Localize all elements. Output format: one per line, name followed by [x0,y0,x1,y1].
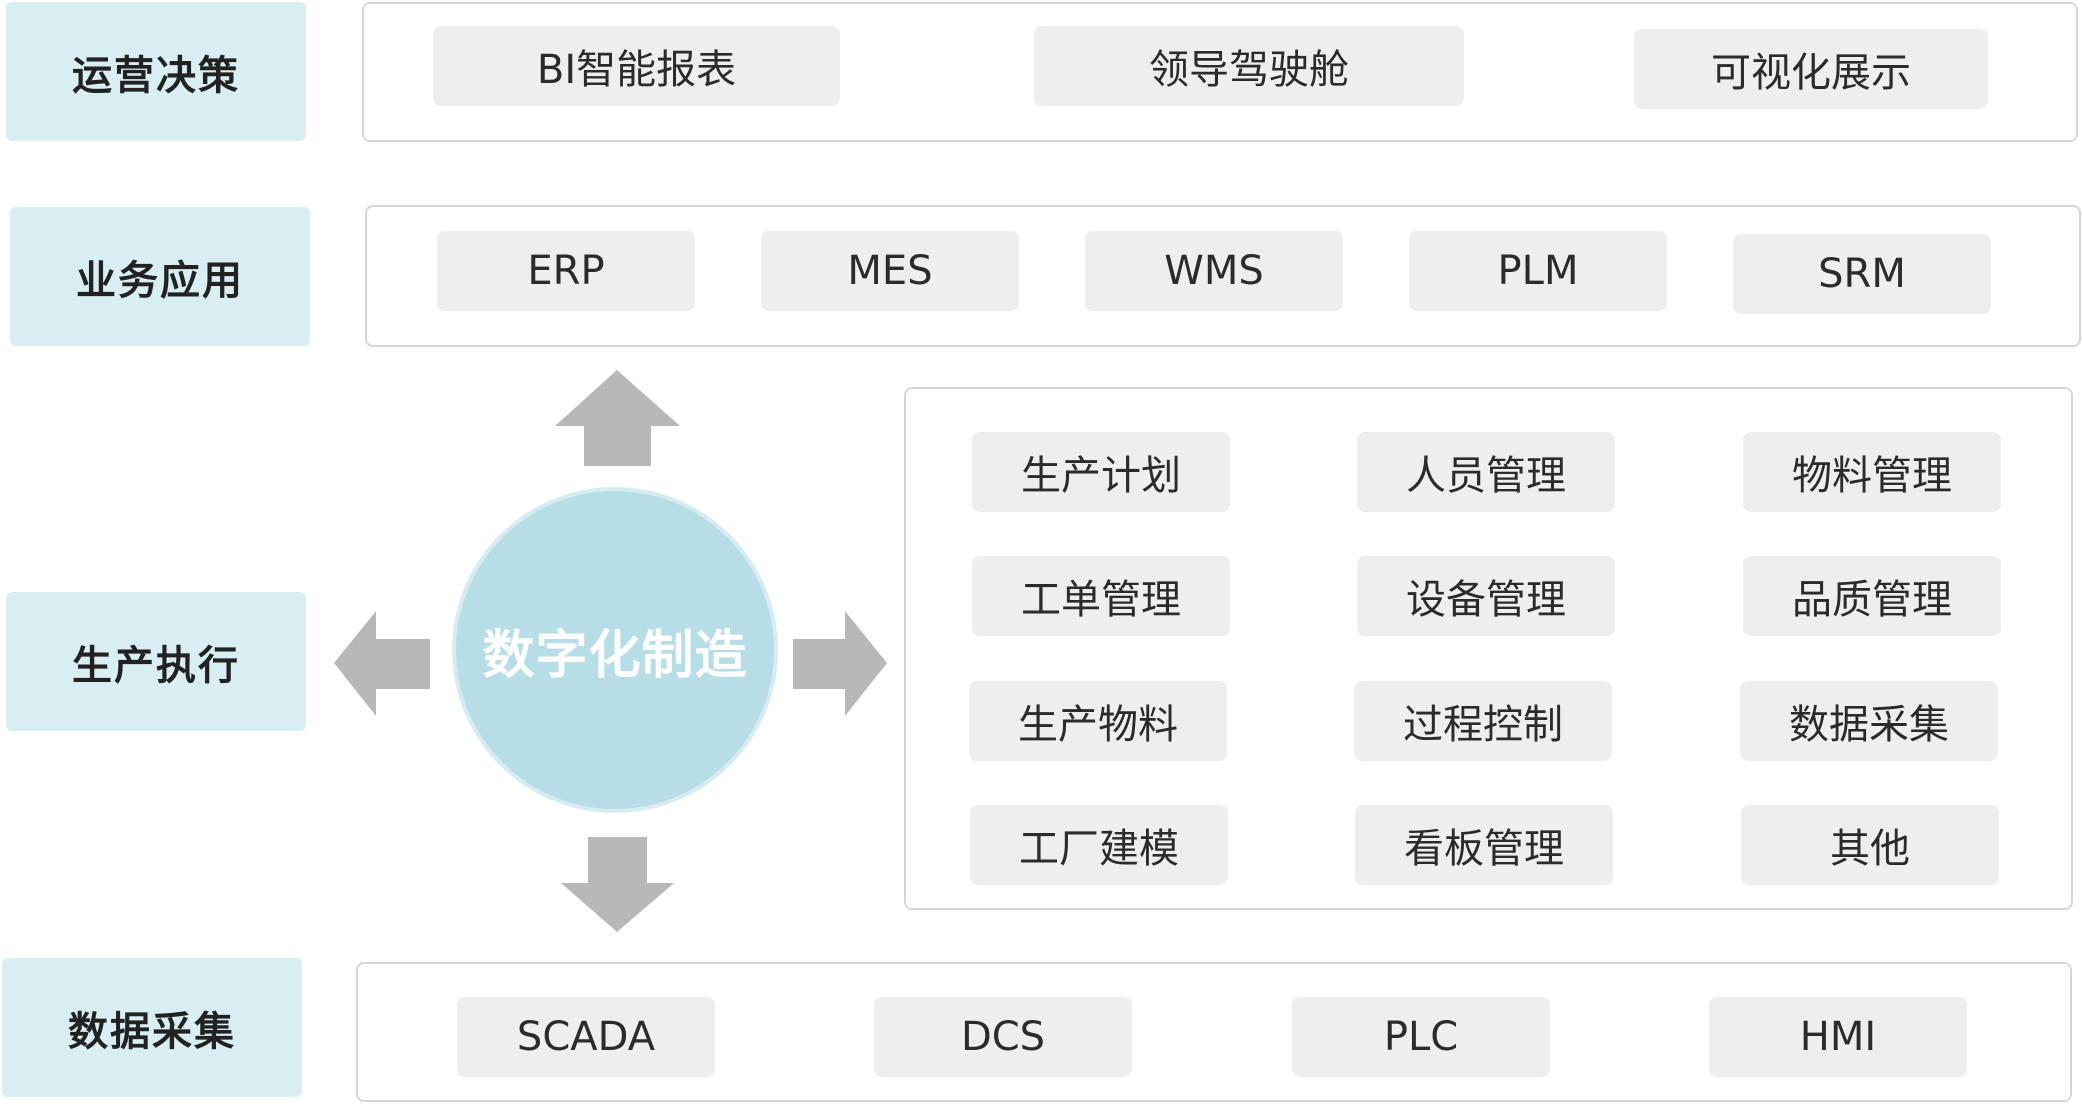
item-hmi: HMI [1709,997,1967,1077]
item-wms: WMS [1085,231,1343,311]
arrow-left-icon [334,611,430,716]
item-kanban-mgmt: 看板管理 [1355,805,1613,885]
item-production-material: 生产物料 [969,681,1227,761]
layer-label-data-collection: 数据采集 [2,958,302,1097]
center-circle: 数字化制造 [452,487,778,813]
item-equipment-mgmt: 设备管理 [1357,556,1615,636]
item-personnel-mgmt: 人员管理 [1357,432,1615,512]
item-plm: PLM [1409,231,1667,311]
item-data-acquisition: 数据采集 [1740,681,1998,761]
item-process-control: 过程控制 [1354,681,1612,761]
item-other: 其他 [1741,805,1999,885]
item-factory-modeling: 工厂建模 [970,805,1228,885]
item-workorder-mgmt: 工单管理 [972,556,1230,636]
item-dcs: DCS [874,997,1132,1077]
item-bi-report: BI智能报表 [433,26,840,106]
arrow-right-icon [793,611,887,716]
layer-label-production: 生产执行 [6,592,306,731]
item-erp: ERP [437,231,695,311]
item-leader-cockpit: 领导驾驶舱 [1034,26,1464,106]
item-mes: MES [761,231,1019,311]
item-visualization: 可视化展示 [1634,29,1988,109]
arrow-down-icon [561,837,674,932]
item-quality-mgmt: 品质管理 [1743,556,2001,636]
item-scada: SCADA [457,997,715,1077]
arrow-up-icon [555,370,680,466]
layer-label-operations: 运营决策 [6,2,306,141]
item-production-plan: 生产计划 [972,432,1230,512]
item-material-mgmt: 物料管理 [1743,432,2001,512]
layer-label-business: 业务应用 [10,207,310,346]
item-plc: PLC [1292,997,1550,1077]
item-srm: SRM [1733,234,1991,314]
